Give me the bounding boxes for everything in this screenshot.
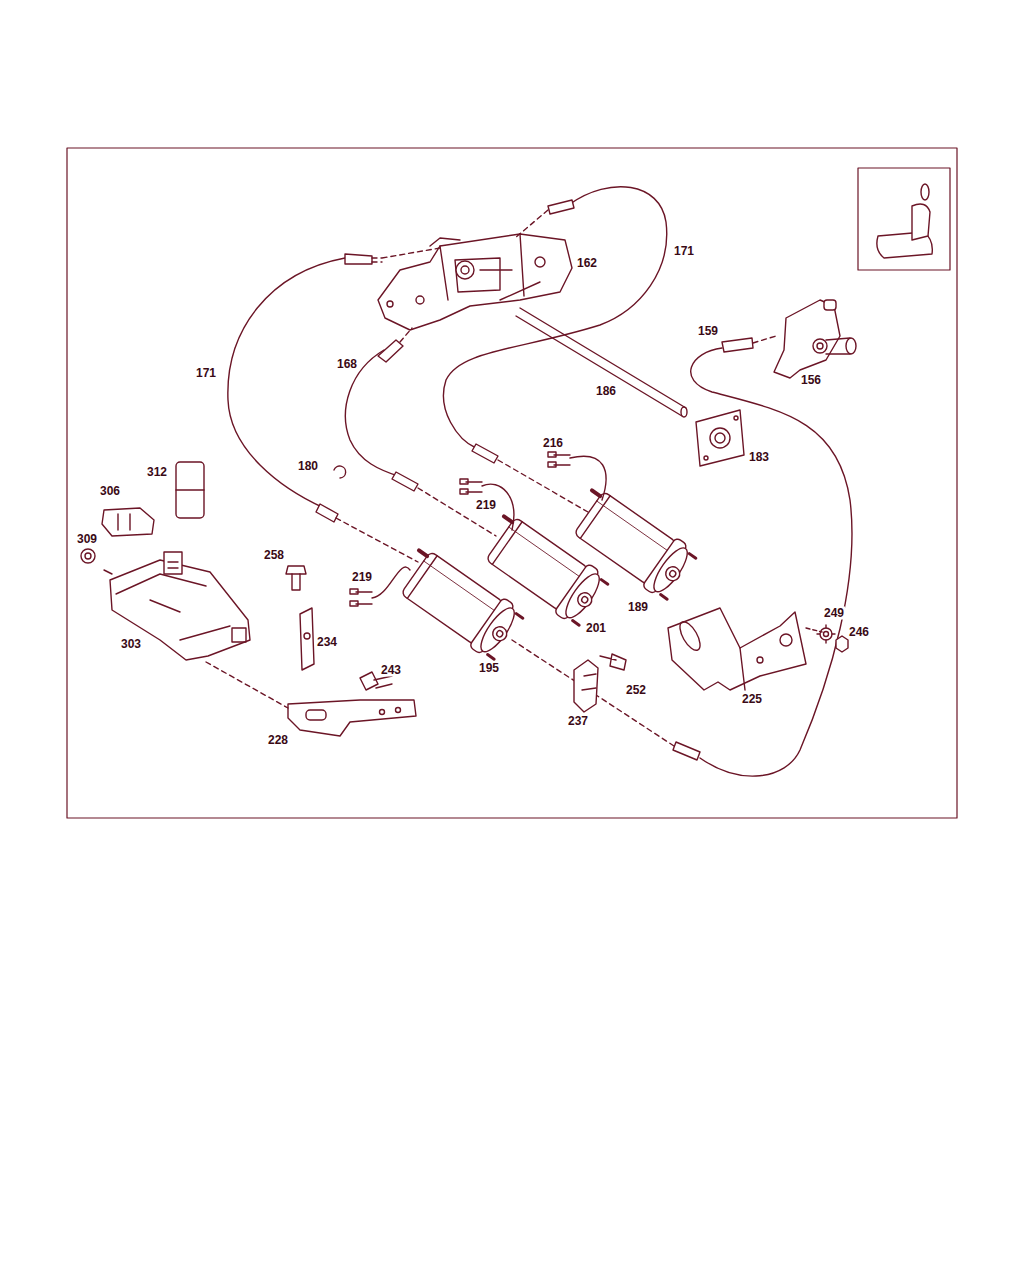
callout-number: 156 [800, 374, 822, 387]
callout-number: 309 [76, 533, 98, 546]
callout-number: 312 [146, 466, 168, 479]
callout-number: 180 [297, 460, 319, 473]
callout-number: 195 [478, 662, 500, 675]
callout-number: 252 [625, 684, 647, 697]
callout-number: 306 [99, 485, 121, 498]
callout-number: 237 [567, 715, 589, 728]
callout-number: 189 [627, 601, 649, 614]
callout-number: 183 [748, 451, 770, 464]
callout-number: 162 [576, 257, 598, 270]
callout-number: 246 [848, 626, 870, 639]
callout-number: 258 [263, 549, 285, 562]
callout-number: 186 [595, 385, 617, 398]
callout-number: 219 [351, 571, 373, 584]
callout-number: 234 [316, 636, 338, 649]
callout-number: 159 [697, 325, 719, 338]
callout-number: 201 [585, 622, 607, 635]
callout-number: 171 [195, 367, 217, 380]
callout-number: 216 [542, 437, 564, 450]
callout-number: 228 [267, 734, 289, 747]
callout-number: 168 [336, 358, 358, 371]
callout-number: 243 [380, 664, 402, 677]
callout-number: 303 [120, 638, 142, 651]
callout-number: 219 [475, 499, 497, 512]
callout-number: 249 [823, 607, 845, 620]
callout-number: 225 [741, 693, 763, 706]
callout-number: 171 [673, 245, 695, 258]
